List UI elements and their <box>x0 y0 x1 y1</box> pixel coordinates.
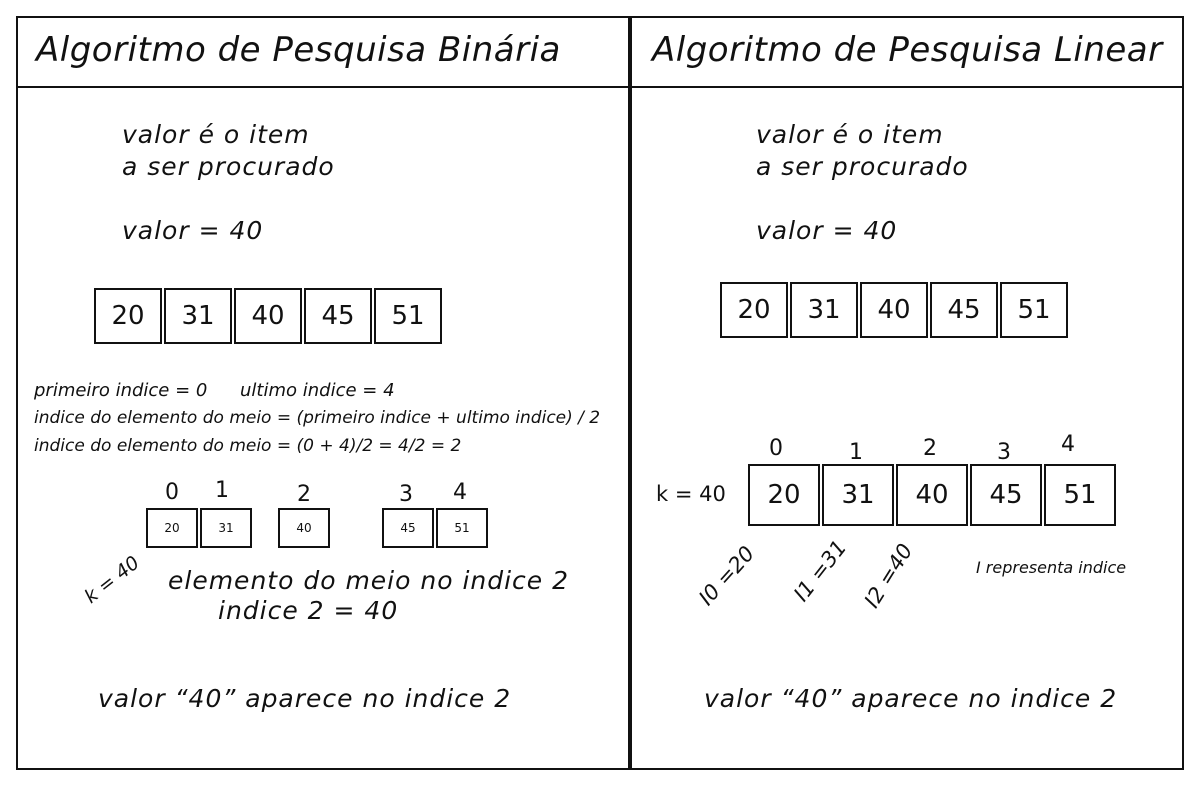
array-cell: 31 <box>790 282 858 338</box>
array-cell: 51 <box>374 288 442 344</box>
linear-intro-line1: valor é o item <box>756 120 944 149</box>
binary-header-divider <box>18 86 628 88</box>
split-cell: 20 <box>146 508 198 548</box>
linear-k-label: k = 40 <box>656 482 726 506</box>
binary-intro-line2: a ser procurado <box>122 152 335 181</box>
binary-computation: indice do elemento do meio = (0 + 4)/2 =… <box>34 436 462 456</box>
binary-intro-line1: valor é o item <box>122 120 310 149</box>
linear-header-divider <box>632 86 1182 88</box>
indexed-cell: 40 <box>896 464 968 526</box>
linear-intro-line2: a ser procurado <box>756 152 969 181</box>
binary-first-index: primeiro indice = 0 <box>34 380 208 401</box>
indexed-cell: 31 <box>822 464 894 526</box>
binary-middle: 40 <box>278 508 332 548</box>
array-cell: 20 <box>720 282 788 338</box>
linear-array: 20 31 40 45 51 <box>720 282 1070 338</box>
binary-array: 20 31 40 45 51 <box>94 288 444 344</box>
index-label: 4 <box>1061 432 1075 457</box>
indexed-cell: 45 <box>970 464 1042 526</box>
split-cell: 51 <box>436 508 488 548</box>
binary-conclusion: valor “40” aparece no indice 2 <box>98 684 512 713</box>
binary-middle-text: elemento do meio no indice 2 <box>168 566 570 595</box>
indexed-cell: 20 <box>748 464 820 526</box>
split-index-label: 3 <box>399 482 413 507</box>
linear-indexed-array: 20 31 40 45 51 <box>748 464 1118 526</box>
array-cell: 20 <box>94 288 162 344</box>
linear-title: Algoritmo de Pesquisa Linear <box>652 30 1163 70</box>
binary-search-panel <box>16 16 630 770</box>
binary-last-index: ultimo indice = 4 <box>240 380 395 401</box>
binary-title: Algoritmo de Pesquisa Binária <box>36 30 561 70</box>
binary-right-half: 45 51 <box>382 508 490 548</box>
binary-index-value: indice 2 = 40 <box>218 596 399 625</box>
split-index-label: 4 <box>453 480 467 505</box>
split-index-label: 1 <box>215 478 229 503</box>
split-index-label: 2 <box>297 482 311 507</box>
split-cell: 45 <box>382 508 434 548</box>
array-cell: 51 <box>1000 282 1068 338</box>
linear-legend: I representa indice <box>976 558 1127 577</box>
binary-left-half: 20 31 <box>146 508 254 548</box>
index-label: 0 <box>769 436 783 461</box>
index-label: 1 <box>849 440 863 465</box>
split-cell: 31 <box>200 508 252 548</box>
split-cell-middle: 40 <box>278 508 330 548</box>
linear-search-panel <box>630 16 1184 770</box>
array-cell: 45 <box>304 288 372 344</box>
split-index-label: 0 <box>165 480 179 505</box>
index-label: 3 <box>997 440 1011 465</box>
binary-formula: indice do elemento do meio = (primeiro i… <box>34 408 601 428</box>
linear-valor: valor = 40 <box>756 216 898 245</box>
indexed-cell: 51 <box>1044 464 1116 526</box>
array-cell: 31 <box>164 288 232 344</box>
array-cell: 40 <box>860 282 928 338</box>
index-label: 2 <box>923 436 937 461</box>
linear-conclusion: valor “40” aparece no indice 2 <box>704 684 1118 713</box>
array-cell: 40 <box>234 288 302 344</box>
array-cell: 45 <box>930 282 998 338</box>
binary-valor: valor = 40 <box>122 216 264 245</box>
